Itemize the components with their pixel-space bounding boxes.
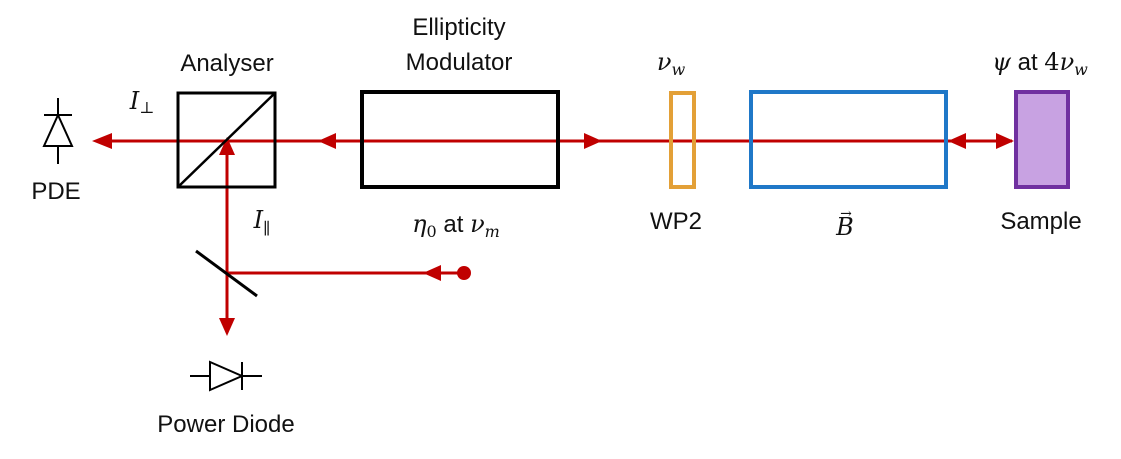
i-par-subscript: ∥ xyxy=(263,219,270,238)
beam-arrowheads xyxy=(92,133,1014,336)
pde-label: PDE xyxy=(31,178,80,205)
field-symbol: B xyxy=(835,213,854,241)
freq-coefficient: 4 xyxy=(1044,48,1059,76)
nu-m-symbol: ν xyxy=(470,210,485,238)
arrow-left-modulator xyxy=(318,133,336,149)
i-perp-symbol: I xyxy=(129,87,140,115)
eta-subscript: 0 xyxy=(427,222,437,241)
nu-m-subscript: m xyxy=(485,222,500,241)
eta-at: at xyxy=(437,211,470,238)
analyser-label: Analyser xyxy=(180,50,273,77)
laser-source-dot xyxy=(457,266,471,280)
nu-w-subscript: w xyxy=(671,60,685,79)
analyser-cube xyxy=(176,91,277,189)
modulator-label-line2: Modulator xyxy=(406,49,513,76)
wp2-plate xyxy=(669,91,696,189)
sample-rotation: ψ at 4νw xyxy=(992,48,1088,79)
eta-symbol: η xyxy=(412,210,427,238)
nu-w-subscript-sample: w xyxy=(1074,60,1088,79)
wp2-label: WP2 xyxy=(650,208,702,235)
psi-symbol: ψ xyxy=(992,48,1012,76)
pickoff-mirror xyxy=(195,249,258,298)
power-diode-label: Power Diode xyxy=(157,411,294,438)
psi-at: at xyxy=(1011,49,1044,76)
arrow-up-analyser xyxy=(219,137,235,155)
i-par-label: I∥ xyxy=(253,206,271,238)
field-vector-arrow: → xyxy=(840,206,852,222)
modulator-label-line1: Ellipticity xyxy=(412,14,505,41)
arrow-right-modulator xyxy=(584,133,602,149)
photodiode-icon xyxy=(42,98,74,164)
magnetic-field-region xyxy=(749,90,948,189)
i-par-symbol: I xyxy=(253,206,264,234)
arrow-to-pde xyxy=(92,133,112,149)
wp2-frequency: νw xyxy=(657,48,686,79)
sample-block xyxy=(1014,90,1070,189)
ellipticity-modulator-box xyxy=(360,90,560,189)
nu-w-symbol-sample: ν xyxy=(1060,48,1075,76)
nu-w-symbol: ν xyxy=(657,48,672,76)
i-perp-label: I⊥ xyxy=(129,87,155,117)
power-diode-icon xyxy=(190,360,262,392)
arrow-to-power-diode xyxy=(219,318,235,336)
i-perp-subscript: ⊥ xyxy=(139,98,154,117)
arrow-from-sample xyxy=(948,133,966,149)
arrow-into-sample xyxy=(996,133,1014,149)
sample-label: Sample xyxy=(1000,208,1081,235)
modulator-parameter: η0 at νm xyxy=(412,210,500,241)
